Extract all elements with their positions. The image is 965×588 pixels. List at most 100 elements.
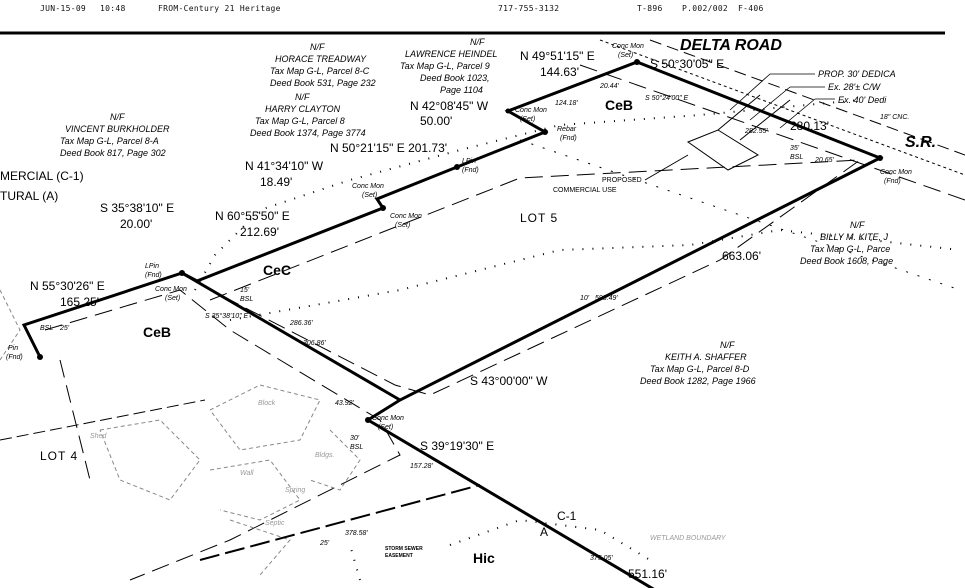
bearing-label: S 39°19'30" E xyxy=(420,439,494,453)
monument-label: (Set) xyxy=(378,424,393,431)
fax-page: P.002/002 xyxy=(682,4,729,13)
nf-label: N/F xyxy=(850,220,865,230)
culvert-label: 18" CNC. xyxy=(880,114,909,121)
monument-label: Conc Mon xyxy=(612,43,644,50)
monument-label: Conc Mon xyxy=(390,213,422,220)
proposed-building xyxy=(644,94,791,181)
boundary-line-c1 xyxy=(199,484,481,561)
owner-name: BILLY M. KITE, J xyxy=(820,232,889,242)
soil-label: CeB xyxy=(605,97,633,113)
distance-label: 286.36' xyxy=(289,320,313,327)
existing-buildings xyxy=(0,289,361,576)
road-notes xyxy=(729,73,835,129)
proposed-use-label: COMMERCIAL USE xyxy=(553,187,617,194)
fax-t-code: T-896 xyxy=(637,4,663,13)
owner-tax-map: Tax Map G-L, Parcel 9 xyxy=(400,61,490,71)
easement-label: EASEMENT xyxy=(385,553,413,559)
monument-label: (Set) xyxy=(165,295,180,302)
owner-name: VINCENT BURKHOLDER xyxy=(65,124,170,134)
distance-label: 282.55' xyxy=(744,128,768,135)
bearing-label: N 42°08'45" W xyxy=(410,99,489,113)
bearing-label: S 35°38'10" E xyxy=(100,201,174,215)
building-label: Block xyxy=(258,400,276,407)
monument-label: Conc Mon xyxy=(372,415,404,422)
setback-label: BSL xyxy=(40,325,53,332)
owner-kite: N/F BILLY M. KITE, J Tax Map G-L, Parce … xyxy=(800,220,893,266)
owner-name: KEITH A. SHAFFER xyxy=(665,352,747,362)
monument-label: Conc Mon xyxy=(155,286,187,293)
bearing-label: S 35°38'10" E xyxy=(205,312,249,320)
lot-4-label: LOT 4 xyxy=(40,449,78,463)
setback-label: 35' xyxy=(790,145,800,152)
owner-deed: Deed Book 1282, Page 1966 xyxy=(640,376,756,386)
owner-page: Page 1104 xyxy=(440,85,483,95)
monument-label: (Set) xyxy=(362,192,377,199)
lot-5-label: LOT 5 xyxy=(520,211,558,225)
owner-deed: Deed Book 1023, xyxy=(420,73,490,83)
fax-date: JUN-15-09 xyxy=(40,4,87,13)
setback-label: 25' xyxy=(319,540,330,547)
setback-lines xyxy=(44,159,862,581)
soil-boundary-lines xyxy=(194,99,961,581)
owner-deed: Deed Book 531, Page 232 xyxy=(270,78,376,88)
owner-deed: Deed Book 817, Page 302 xyxy=(60,148,166,158)
distance-label: 598.49' xyxy=(595,295,618,302)
bearing-label: S 50°24'00" E xyxy=(645,94,689,102)
distance-label: 378.58' xyxy=(345,530,368,537)
monument-label: (Set) xyxy=(520,116,535,123)
distance-label: 551.16' xyxy=(628,567,667,581)
distance-label: 50.00' xyxy=(420,114,452,128)
monument-label: (Set) xyxy=(618,52,633,59)
zoning-label: MERCIAL (C-1) xyxy=(0,169,84,183)
nf-label: N/F xyxy=(720,340,735,350)
monument-label: Conc Mon xyxy=(352,183,384,190)
building-label: Spring xyxy=(285,487,305,494)
owner-tax-map: Tax Map G-L, Parcel 8-D xyxy=(650,364,750,374)
distance-label: 157.28' xyxy=(410,463,433,470)
monument-label: (Fnd) xyxy=(6,354,23,361)
bearing-label: N 41°34'10" W xyxy=(245,159,324,173)
fax-time: 10:48 xyxy=(100,4,126,13)
monument-label: LPin xyxy=(462,158,476,165)
building-label: Wall xyxy=(240,470,254,477)
road-lines xyxy=(519,39,965,291)
bearing-label: S 50°30'05" E xyxy=(650,57,724,71)
distance-label: 20.00' xyxy=(120,217,152,231)
owner-heindel: N/F LAWRENCE HEINDEL Tax Map G-L, Parcel… xyxy=(400,37,497,95)
soil-label: CeB xyxy=(143,324,171,340)
setback-label: 10' xyxy=(580,295,590,302)
owner-tax-map: Tax Map G-L, Parcel 8 xyxy=(255,116,345,126)
monument-label: Conc Mon xyxy=(515,107,547,114)
distance-label: 43.92' xyxy=(335,400,355,407)
nf-label: N/F xyxy=(470,37,485,47)
monument-label: (Fnd) xyxy=(884,178,901,185)
boundary-line-lower xyxy=(0,399,206,441)
setback-label: 25' xyxy=(59,325,70,332)
soil-label: CeC xyxy=(263,262,291,278)
owner-tax-map: Tax Map G-L, Parcel 8-A xyxy=(60,136,159,146)
proposed-use-label: PROPOSED xyxy=(602,177,642,184)
distance-label: 124.18' xyxy=(555,100,578,107)
distance-label: 18.49' xyxy=(260,175,292,189)
bearing-label: S 43°00'00" W xyxy=(470,374,548,388)
setback-label: BSL xyxy=(350,444,363,451)
owner-treadway: N/F HORACE TREADWAY Tax Map G-L, Parcel … xyxy=(270,42,376,88)
fax-from: FROM-Century 21 Heritage xyxy=(158,4,281,13)
distance-label: 165.25' xyxy=(60,295,99,309)
boundary-line-s35 xyxy=(181,271,401,402)
building-label: Shed xyxy=(90,433,107,440)
nf-label: N/F xyxy=(110,112,125,122)
fax-phone: 717-755-3132 xyxy=(498,4,560,13)
owner-name: HORACE TREADWAY xyxy=(275,54,367,64)
zoning-label: C-1 xyxy=(557,509,577,523)
owner-tax-map: Tax Map G-L, Parce xyxy=(810,244,890,254)
easement-label: STORM SEWER xyxy=(385,546,423,552)
monument-label: Rebar xyxy=(557,126,577,133)
building-label: Bldgs. xyxy=(315,452,335,459)
owner-name: LAWRENCE HEINDEL xyxy=(405,49,497,59)
owner-burkholder: N/F VINCENT BURKHOLDER Tax Map G-L, Parc… xyxy=(60,112,170,158)
monument-label: (Fnd) xyxy=(145,272,162,279)
distance-label: 144.63' xyxy=(540,65,579,79)
distance-label: 306.86' xyxy=(303,340,326,347)
